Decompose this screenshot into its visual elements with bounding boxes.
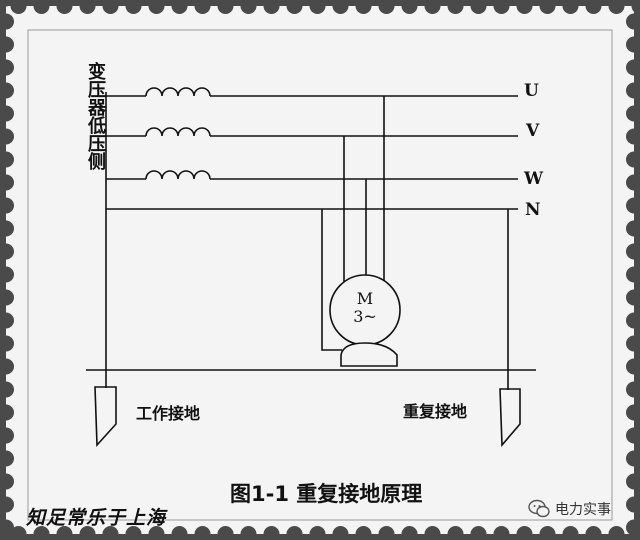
phase-u-label: U [524, 81, 539, 101]
winding-w [145, 170, 211, 180]
repeat-ground-label: 重复接地 [403, 402, 468, 421]
phase-v-label: V [526, 121, 540, 141]
winding-v [145, 127, 211, 137]
motor-label-line2: 3~ [353, 307, 377, 326]
motor-label-line1: M [356, 289, 374, 308]
transformer-side-label: 变压器低压侧 [85, 62, 106, 170]
neutral-label: N [525, 200, 541, 220]
author-signature: 知足常乐于上海 [26, 507, 167, 529]
protective-earth-lead [321, 209, 342, 351]
winding-u [145, 87, 211, 97]
motor-base [340, 342, 398, 367]
figure-caption: 图1-1 重复接地原理 [230, 482, 423, 506]
motor-label: M 3~ [340, 290, 390, 326]
watermark: 电力实事 [528, 496, 611, 522]
watermark-text: 电力实事 [555, 502, 611, 518]
repeat-ground-electrode [499, 388, 521, 448]
phase-w-label: W [524, 169, 544, 189]
working-ground-electrode [94, 386, 117, 448]
wechat-watermark-icon [528, 499, 550, 518]
working-ground-label: 工作接地 [136, 404, 201, 423]
